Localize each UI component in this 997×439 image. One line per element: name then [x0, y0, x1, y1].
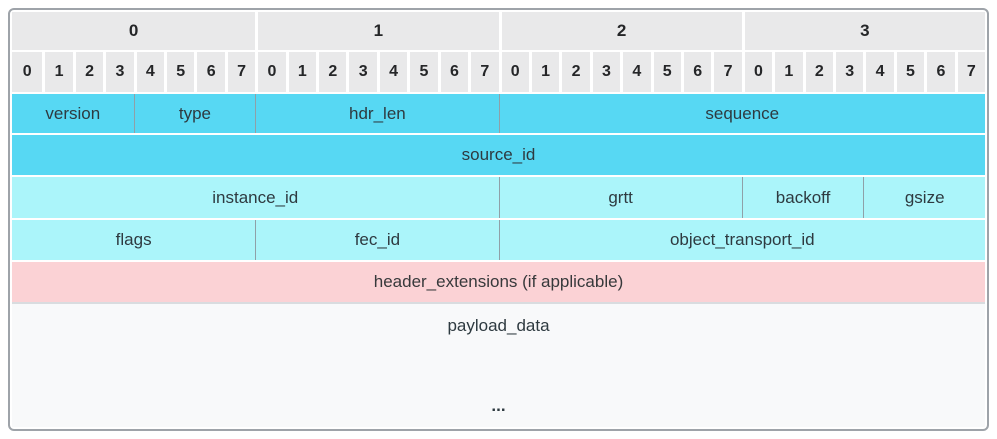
field-fec-id: fec_id [255, 220, 499, 260]
bit-index-label: 7 [954, 52, 985, 92]
bit-index-label: 0 [12, 52, 43, 92]
field-instance-id: instance_id [12, 177, 499, 218]
bit-index-row: 0 1 2 3 4 5 6 7 0 1 2 3 4 5 6 7 0 1 2 3 … [12, 52, 985, 92]
field-sequence: sequence [498, 94, 985, 133]
field-gsize: gsize [863, 177, 985, 218]
field-header-extensions: header_extensions (if applicable) [12, 262, 985, 302]
payload-ellipsis: ... [491, 396, 506, 415]
field-type: type [133, 94, 256, 133]
field-row-1: version type hdr_len sequence [12, 94, 985, 133]
bit-index-label: 1 [772, 52, 803, 92]
bit-index-label: 2 [559, 52, 590, 92]
bit-index-label: 7 [711, 52, 742, 92]
field-object-transport-id: object_transport_id [498, 220, 985, 260]
field-source-id: source_id [12, 135, 985, 175]
bit-index-label: 5 [407, 52, 438, 92]
field-row-3: instance_id grtt backoff gsize [12, 177, 985, 218]
bit-index-label: 1 [285, 52, 317, 92]
bit-index-label: 1 [42, 52, 73, 92]
bit-index-label: 4 [863, 52, 894, 92]
bit-index-label: 7 [468, 52, 499, 92]
bit-index-label: 2 [316, 52, 347, 92]
byte-index-label: 0 [12, 12, 256, 50]
bit-index-label: 4 [620, 52, 651, 92]
bit-index-label: 0 [255, 52, 286, 92]
bit-index-label: 2 [72, 52, 104, 92]
bit-index-label: 3 [589, 52, 621, 92]
payload-row: payload_data ... [12, 302, 985, 427]
bit-index-label: 4 [376, 52, 408, 92]
field-payload-data: payload_data [447, 316, 550, 335]
bit-index-label: 6 [194, 52, 225, 92]
bit-index-label: 6 [680, 52, 712, 92]
bit-index-label: 7 [224, 52, 256, 92]
field-flags: flags [12, 220, 256, 260]
byte-index-row: 0 1 2 3 [12, 12, 985, 50]
field-hdr-len: hdr_len [255, 94, 499, 133]
bit-index-label: 3 [103, 52, 134, 92]
byte-index-label: 2 [498, 12, 742, 50]
bit-index-label: 0 [498, 52, 529, 92]
diagram-frame: 0 1 2 3 0 1 2 3 4 5 6 7 0 1 2 3 4 5 6 7 … [8, 8, 989, 431]
bit-index-label: 2 [802, 52, 833, 92]
bit-index-label: 0 [741, 52, 773, 92]
field-version: version [12, 94, 134, 133]
bit-index-label: 5 [650, 52, 681, 92]
bit-index-label: 5 [164, 52, 195, 92]
field-backoff: backoff [741, 177, 864, 218]
bit-index-label: 1 [528, 52, 560, 92]
field-row-4: flags fec_id object_transport_id [12, 220, 985, 260]
bit-index-label: 5 [893, 52, 925, 92]
field-row-2: source_id [12, 135, 985, 175]
field-row-header-extensions: header_extensions (if applicable) [12, 262, 985, 302]
bit-index-label: 6 [437, 52, 469, 92]
bit-index-label: 6 [924, 52, 955, 92]
bit-index-label: 3 [346, 52, 377, 92]
field-grtt: grtt [498, 177, 742, 218]
bit-index-label: 4 [133, 52, 165, 92]
byte-index-label: 3 [741, 12, 985, 50]
bit-index-label: 3 [832, 52, 864, 92]
byte-index-label: 1 [255, 12, 499, 50]
